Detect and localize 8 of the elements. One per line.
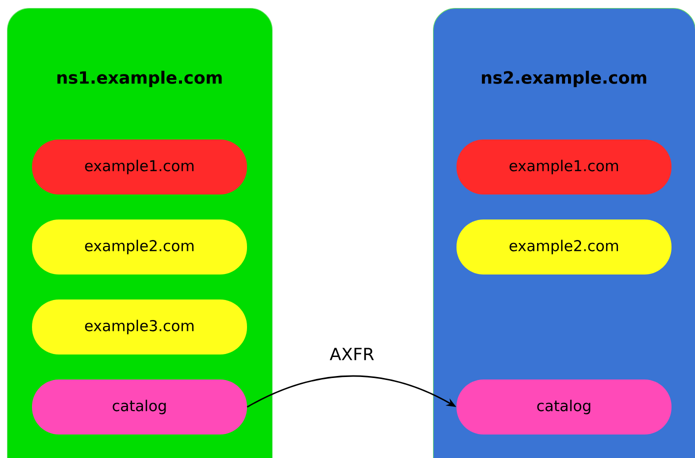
zone-pill: example2.com bbox=[32, 219, 247, 274]
zone-pill: example1.com bbox=[32, 139, 247, 194]
zone-pill: example2.com bbox=[456, 219, 672, 274]
edge-label: AXFR bbox=[330, 348, 374, 360]
zone-pill: example1.com bbox=[456, 139, 672, 194]
zone-pill: catalog bbox=[456, 379, 672, 434]
zone-pill: example3.com bbox=[32, 299, 247, 354]
zone-pill: catalog bbox=[32, 379, 247, 434]
